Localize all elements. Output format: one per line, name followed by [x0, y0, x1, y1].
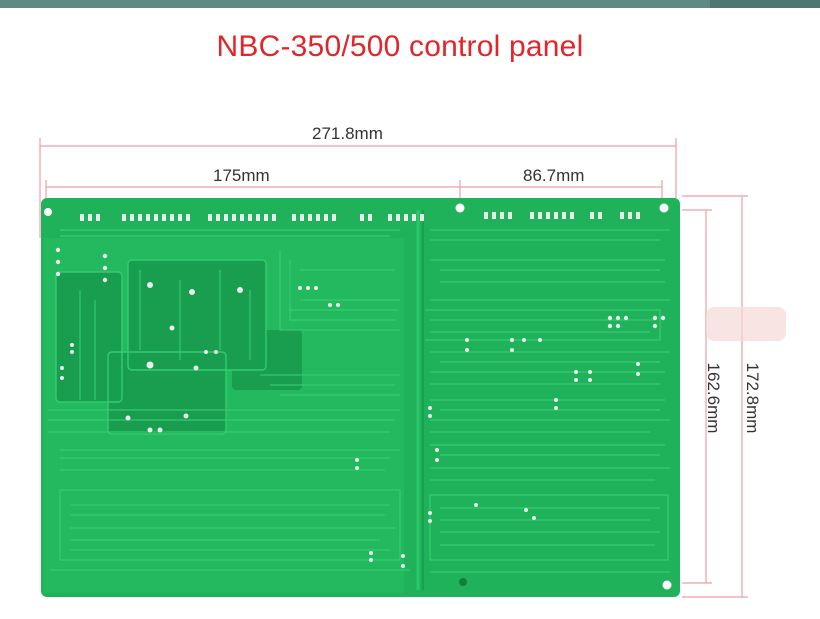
- dimension-lines: [39, 138, 748, 598]
- pcb-traces: [48, 229, 670, 573]
- mounting-holes: [44, 203, 672, 590]
- dimension-inner-height: 162.6mm: [704, 362, 723, 434]
- page-title: NBC-350/500 control panel: [216, 30, 584, 63]
- connector-pads: [55, 212, 666, 568]
- dimension-overall-height: 172.8mm: [743, 362, 762, 434]
- watermark-stamp: [706, 307, 786, 341]
- dimension-overall-width: 271.8mm: [312, 124, 383, 143]
- dimension-left-width: 175mm: [213, 166, 270, 185]
- top-banner-strip: [0, 0, 820, 8]
- dimension-right-width: 86.7mm: [523, 166, 585, 185]
